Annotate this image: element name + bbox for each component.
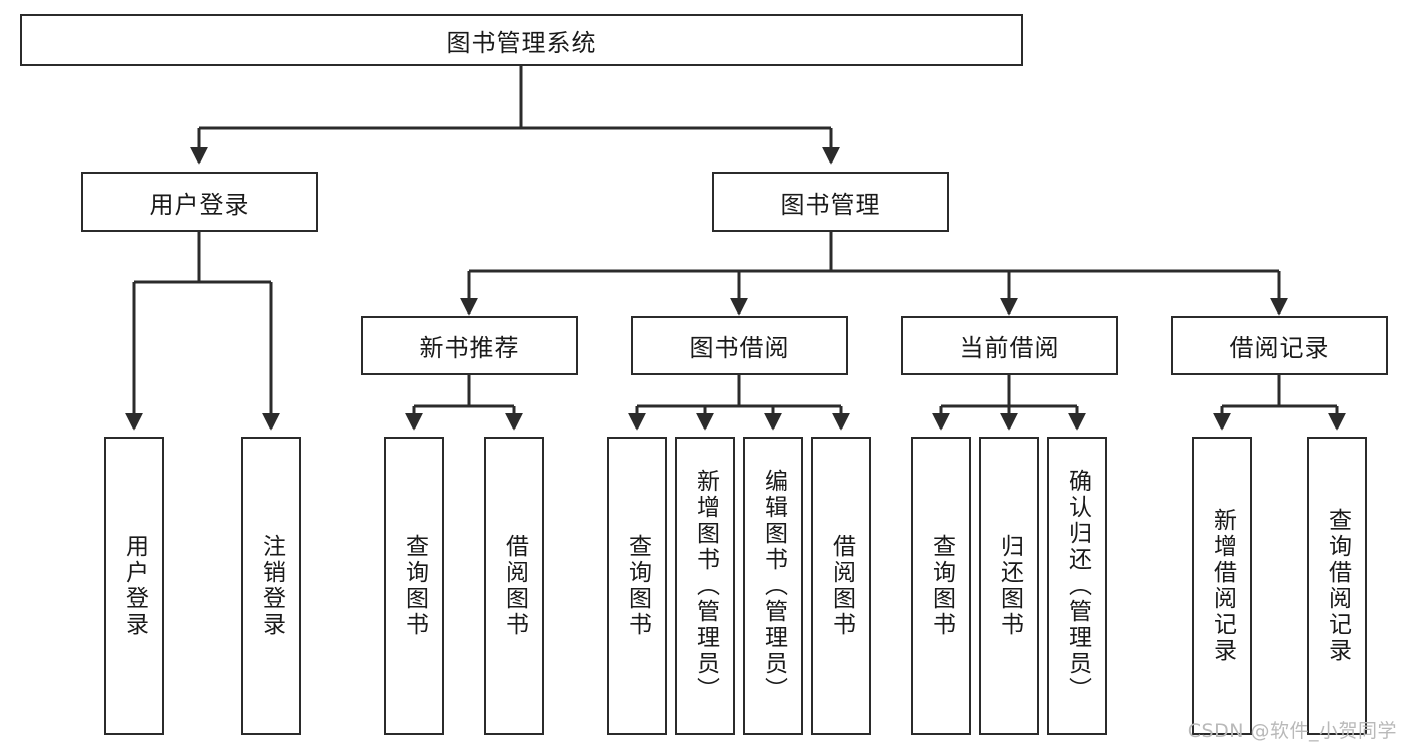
node-label: 确认归还（管理员） <box>1064 469 1091 703</box>
node-label: 查询借阅记录 <box>1324 508 1351 664</box>
leaf-query-book-current[interactable]: 查询图书 <box>911 437 971 735</box>
leaf-confirm-return-admin[interactable]: 确认归还（管理员） <box>1047 437 1107 735</box>
node-label: 当前借阅 <box>959 334 1060 362</box>
node-book-borrow[interactable]: 图书借阅 <box>631 316 848 375</box>
node-label: 借阅图书 <box>501 534 528 638</box>
node-label: 查询图书 <box>928 534 955 638</box>
node-label: 查询图书 <box>401 534 428 638</box>
leaf-borrow-book[interactable]: 借阅图书 <box>811 437 871 735</box>
node-label: 借阅图书 <box>828 534 855 638</box>
node-label: 归还图书 <box>996 534 1023 638</box>
node-label: 图书借阅 <box>689 334 790 362</box>
node-current-borrow[interactable]: 当前借阅 <box>901 316 1118 375</box>
node-label: 用户登录 <box>149 190 250 219</box>
node-label: 新书推荐 <box>419 334 520 362</box>
leaf-edit-book-admin[interactable]: 编辑图书（管理员） <box>743 437 803 735</box>
node-user-login[interactable]: 用户登录 <box>81 172 318 232</box>
node-label: 编辑图书（管理员） <box>760 469 787 703</box>
node-label: 用户登录 <box>121 534 148 638</box>
leaf-query-book-recommend[interactable]: 查询图书 <box>384 437 444 735</box>
leaf-user-login[interactable]: 用户登录 <box>104 437 164 735</box>
node-label: 借阅记录 <box>1229 334 1330 362</box>
node-root-book-management-system[interactable]: 图书管理系统 <box>20 14 1023 66</box>
node-label: 注销登录 <box>258 534 285 638</box>
node-label: 查询图书 <box>624 534 651 638</box>
node-label: 新增图书（管理员） <box>692 469 719 703</box>
node-label: 新增借阅记录 <box>1209 508 1236 664</box>
node-borrow-record[interactable]: 借阅记录 <box>1171 316 1388 375</box>
leaf-borrow-book-recommend[interactable]: 借阅图书 <box>484 437 544 735</box>
leaf-add-book-admin[interactable]: 新增图书（管理员） <box>675 437 735 735</box>
node-label: 图书管理系统 <box>446 28 597 57</box>
leaf-query-borrow-record[interactable]: 查询借阅记录 <box>1307 437 1367 735</box>
watermark: CSDN @软件_小贺同学 <box>1187 720 1397 742</box>
node-label: 图书管理 <box>780 190 881 219</box>
node-new-book-recommend[interactable]: 新书推荐 <box>361 316 578 375</box>
leaf-logout[interactable]: 注销登录 <box>241 437 301 735</box>
leaf-add-borrow-record[interactable]: 新增借阅记录 <box>1192 437 1252 735</box>
leaf-query-book-borrow[interactable]: 查询图书 <box>607 437 667 735</box>
leaf-return-book[interactable]: 归还图书 <box>979 437 1039 735</box>
node-book-management[interactable]: 图书管理 <box>712 172 949 232</box>
